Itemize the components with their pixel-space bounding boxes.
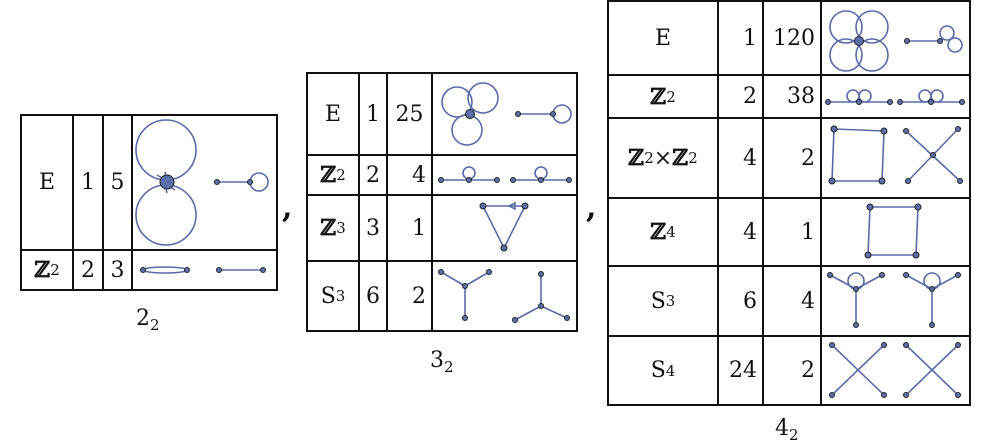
- count-cell: 120: [762, 2, 820, 74]
- count-cell: 2: [762, 119, 820, 197]
- graph-figure: [441, 82, 572, 146]
- order-cell: 1: [72, 116, 102, 249]
- count-cell: 2: [762, 337, 820, 404]
- graph-figure: [479, 201, 529, 252]
- caption-3-2: 32: [430, 348, 454, 376]
- order-cell: 2: [358, 156, 386, 194]
- count-cell: 4: [762, 267, 820, 335]
- order-cell: 4: [717, 119, 762, 197]
- count-cell: 38: [762, 76, 820, 117]
- order-cell: 6: [717, 267, 762, 335]
- table-row: E 1 120: [609, 2, 969, 74]
- order-cell: 1: [358, 74, 386, 154]
- graph-cell: [820, 76, 969, 117]
- graph-cell: [820, 199, 969, 265]
- caption-2-2: 22: [136, 306, 160, 334]
- count-cell: 1: [762, 199, 820, 265]
- graph-figure: [827, 272, 961, 328]
- graph-figure: [828, 125, 963, 185]
- count-cell: 25: [386, 74, 431, 154]
- order-cell: 6: [358, 262, 386, 330]
- graph-figure: [825, 89, 965, 105]
- graph-cell: [820, 337, 969, 404]
- graph-figure: [438, 269, 570, 323]
- count-cell: 5: [102, 116, 131, 249]
- graph-figure: [829, 342, 961, 398]
- order-cell: 2: [72, 251, 102, 289]
- graph-cell: [131, 116, 276, 249]
- graph-figure: [829, 10, 963, 72]
- count-cell: 2: [386, 262, 431, 330]
- graph-cell: [820, 119, 969, 197]
- graph-cell: [820, 267, 969, 335]
- graph-cell: [131, 251, 276, 289]
- count-cell: 1: [386, 196, 431, 260]
- order-cell: 24: [717, 337, 762, 404]
- separator-comma: ,: [282, 190, 293, 225]
- order-cell: 4: [717, 199, 762, 265]
- order-cell: 3: [358, 196, 386, 260]
- table-row: E 1 5: [22, 116, 276, 249]
- caption-4-2: 42: [775, 416, 799, 444]
- graph-cell: [431, 156, 576, 194]
- graph-cell: [820, 2, 969, 74]
- group-cell: E: [324, 101, 342, 127]
- graph-figure: [140, 266, 266, 274]
- graph-figure: [438, 166, 572, 183]
- graph-figure: [135, 119, 269, 246]
- graph-cell: [431, 196, 576, 260]
- graph-figure: [864, 203, 922, 259]
- count-cell: 3: [102, 251, 131, 289]
- order-cell: 2: [717, 76, 762, 117]
- graph-cell: [431, 262, 576, 330]
- count-cell: 4: [386, 156, 431, 194]
- separator-comma: ,: [586, 190, 597, 225]
- graph-cell: [431, 74, 576, 154]
- order-cell: 1: [717, 2, 762, 74]
- group-cell: E: [38, 170, 56, 195]
- table-row: E 1 25: [308, 74, 576, 154]
- group-cell: E: [654, 25, 672, 51]
